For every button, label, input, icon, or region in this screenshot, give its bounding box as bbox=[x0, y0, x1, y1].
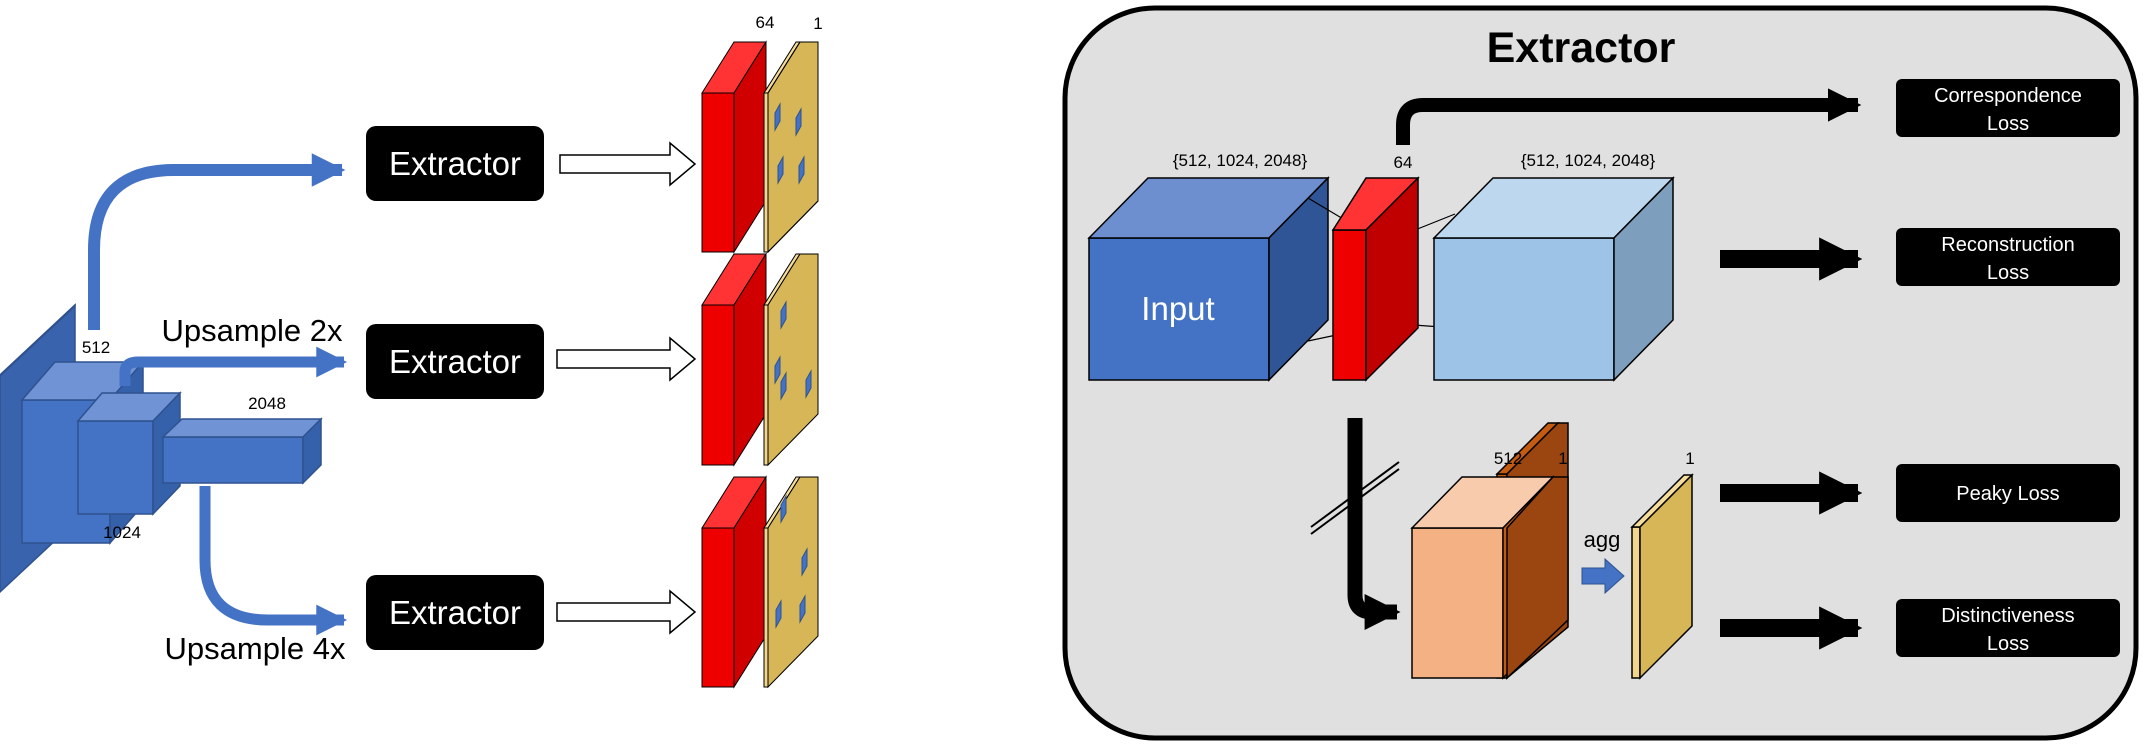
loss-label-line: Reconstruction bbox=[1941, 234, 2074, 256]
output-stack-1 bbox=[701, 40, 819, 254]
orange-1-label: 1 bbox=[1558, 449, 1567, 468]
upsample-2x-label: Upsample 2x bbox=[162, 313, 343, 348]
output-dims-label: {512, 1024, 2048} bbox=[1521, 151, 1656, 170]
reconstruction-loss-box: Reconstruction Loss bbox=[1896, 228, 2120, 286]
correspondence-arrow bbox=[1396, 88, 1862, 145]
orange-512-label: 512 bbox=[1494, 449, 1522, 468]
extractor-box-1: Extractor bbox=[366, 126, 544, 201]
extractor-box-label: Extractor bbox=[389, 343, 521, 380]
extractor-box-3: Extractor bbox=[366, 575, 544, 650]
extractor-box-2: Extractor bbox=[366, 324, 544, 399]
output-1-label: 1 bbox=[813, 14, 822, 33]
hollow-arrow-2 bbox=[556, 336, 697, 382]
channel-1024-label: 1024 bbox=[103, 523, 141, 542]
output-64-label: 64 bbox=[756, 13, 775, 32]
distinctiveness-loss-box: Distinctiveness Loss bbox=[1896, 599, 2120, 657]
input-label: Input bbox=[1141, 290, 1214, 327]
loss-label-line: Loss bbox=[1987, 262, 2029, 284]
blue-arrow-stage3 bbox=[199, 486, 348, 636]
input-cube bbox=[1087, 176, 1330, 382]
input-dims-label: {512, 1024, 2048} bbox=[1173, 151, 1308, 170]
blue-arrow-stage1 bbox=[88, 153, 346, 330]
hollow-arrow-1 bbox=[559, 141, 697, 187]
orange-feature-block bbox=[1410, 422, 1569, 680]
hollow-arrow-3 bbox=[556, 589, 697, 635]
loss-label-line: Loss bbox=[1987, 113, 2029, 135]
bottleneck-block bbox=[1331, 176, 1420, 382]
stop-gradient-mark bbox=[1310, 468, 1400, 535]
loss-label-line: Loss bbox=[1987, 633, 2029, 655]
extractor-box-label: Extractor bbox=[389, 594, 521, 631]
output-stack-2 bbox=[701, 252, 819, 467]
backbone-network bbox=[0, 303, 323, 594]
loss-label-line: Correspondence bbox=[1934, 85, 2082, 107]
backbone-stage-2048 bbox=[161, 417, 323, 485]
bottleneck-64-label: 64 bbox=[1394, 153, 1413, 172]
channel-512-label: 512 bbox=[82, 338, 110, 357]
loss-label-line: Peaky Loss bbox=[1956, 483, 2059, 505]
reconstruction-cube bbox=[1432, 176, 1675, 382]
channel-2048-label: 2048 bbox=[248, 394, 286, 413]
stop-gradient-arrow bbox=[1347, 418, 1401, 631]
panel-title: Extractor bbox=[1487, 24, 1676, 72]
peaky-loss-box: Peaky Loss bbox=[1896, 464, 2120, 522]
loss-label-line: Distinctiveness bbox=[1941, 605, 2074, 627]
agg-label: agg bbox=[1584, 527, 1621, 552]
correspondence-loss-box: Correspondence Loss bbox=[1896, 79, 2120, 137]
extractor-box-label: Extractor bbox=[389, 145, 521, 182]
stop-gradient-mark bbox=[1310, 461, 1400, 528]
blue-arrow-stage2 bbox=[119, 346, 348, 386]
gold-1-label: 1 bbox=[1685, 449, 1694, 468]
upsample-4x-label: Upsample 4x bbox=[165, 631, 346, 666]
agg-arrow bbox=[1581, 557, 1625, 595]
output-stack-3 bbox=[701, 475, 819, 689]
keypoint-map bbox=[1630, 473, 1694, 680]
